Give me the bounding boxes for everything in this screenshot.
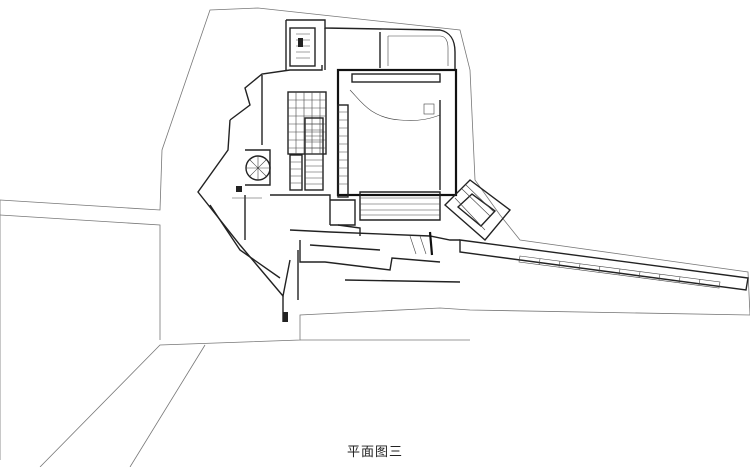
lower-corridors [282, 229, 461, 322]
spiral-stair [236, 149, 271, 192]
site-boundary [0, 7, 750, 467]
stair-runs [289, 104, 349, 198]
rotated-stair-tower [443, 179, 512, 241]
upper-right-room [379, 32, 449, 68]
drawing-caption: 平面图三 [346, 445, 403, 460]
long-ramp [459, 239, 749, 291]
stair-core-grid [287, 91, 327, 155]
partitions [232, 75, 361, 240]
building-outline [197, 19, 456, 298]
main-hall [336, 68, 458, 197]
upper-stair [289, 27, 316, 67]
